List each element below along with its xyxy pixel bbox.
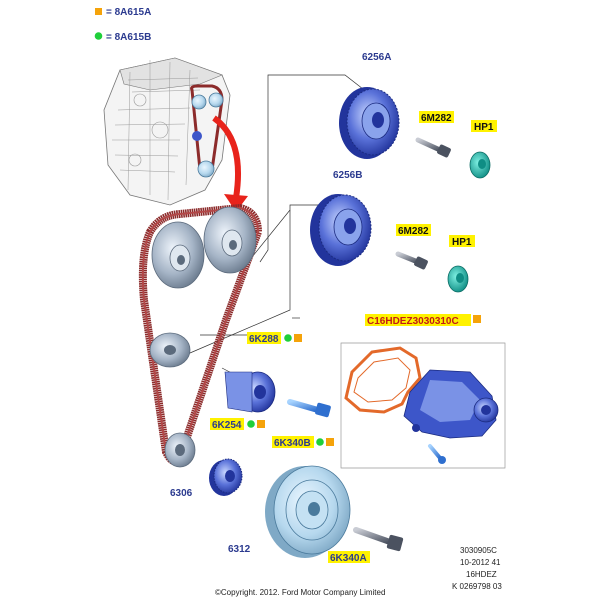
cam-pulley-b [310,194,372,266]
crank-sprocket [209,458,243,496]
label-water-pump-kit: C16HDEZ3030310C [367,316,459,327]
tensioner [224,371,276,413]
orange-square-icon [294,334,302,342]
ref-line-3: 16HDEZ [466,570,497,579]
green-circle-icon [247,420,255,428]
crank-bolt [353,527,404,552]
green-circle-icon [316,438,324,446]
label-bolt-b: 6M282 [398,226,429,237]
label-tensioner-bolt: 6K340B [274,438,311,449]
label-cap-a: HP1 [474,122,494,133]
engine-block-icon [103,57,231,206]
cam-gear-right [203,206,257,274]
ref-line-2: 10-2012 41 [460,558,501,567]
orange-square-icon [95,8,102,15]
bolt-b [395,251,428,270]
cap-b [447,265,469,293]
orange-square-icon [257,420,265,428]
label-bolt-a: 6M282 [421,113,452,124]
green-circle-icon [94,32,103,40]
orange-square-icon [473,315,481,323]
arrow-icon [212,115,248,212]
highlight-tensioner [210,418,244,430]
orange-square-icon [326,438,334,446]
legend-orange-text: = 8A615A [106,7,151,18]
timing-belt [138,203,263,465]
highlight-tensioner-bolt [272,436,314,448]
idler-pulley [149,332,191,368]
label-cap-b: HP1 [452,237,472,248]
cam-pulley-a [339,87,400,159]
label-crank-sprocket: 6306 [170,488,193,499]
gasket-icon [344,346,422,414]
label-cam-pulley-b: 6256B [333,170,362,181]
label-tensioner: 6K254 [212,420,242,431]
label-crank-pulley: 6312 [228,544,251,555]
label-cam-pulley-a: 6256A [362,52,391,63]
tensioner-bolt [287,399,331,418]
label-crank-bolt: 6K340A [330,553,367,564]
water-pump [403,369,499,464]
bolt-a [415,137,451,158]
legend-green-text: = 8A615B [106,32,151,43]
highlight-water-pump-kit [365,314,471,326]
crank-gear-small [164,432,196,468]
crank-pulley [265,465,351,558]
cap-a [469,151,491,179]
highlight-cap-b [449,235,475,247]
highlight-cap-a [471,120,497,132]
ref-line-1: 3030905C [460,546,497,555]
highlight-timing-belt [247,332,281,344]
ref-line-4: K 0269798 03 [452,582,502,591]
highlight-crank-bolt [328,551,370,563]
highlight-bolt-b [396,224,431,236]
highlight-bolt-a [419,111,454,123]
label-timing-belt: 6K288 [249,334,279,345]
copyright: ©Copyright. 2012. Ford Motor Company Lim… [215,588,385,597]
cam-gear-left [151,221,205,289]
green-circle-icon [284,334,292,342]
